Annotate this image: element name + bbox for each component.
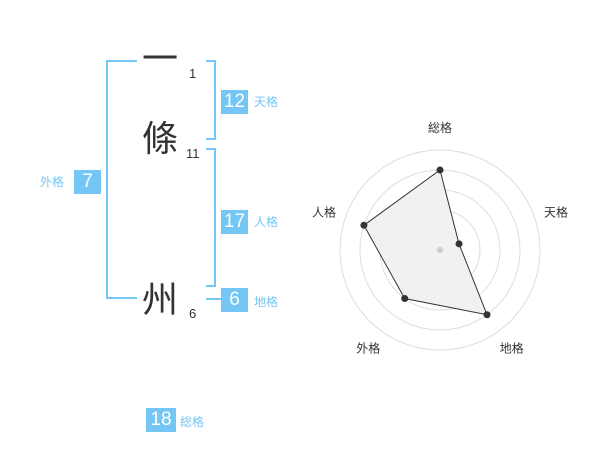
name-char-2: 條 [142,119,179,160]
stroke-count-3: 6 [189,306,197,321]
radar-axis-label-4: 外格 [356,341,380,356]
tenkaku-label: 天格 [254,95,279,109]
gaikaku-label: 外格 [40,175,65,189]
radar-point-3 [483,311,491,319]
name-char-1: 一 [142,39,179,80]
tenkaku-bracket-top [206,60,216,62]
gaikaku-badge: 7 [74,170,101,194]
jinkaku-label: 人格 [254,215,279,229]
radar-grid-ring [339,149,541,351]
outer-bracket-vertical [106,60,108,299]
radar-point-2 [455,240,463,248]
chikaku-label: 地格 [254,295,279,309]
jinkaku-bracket-vertical [214,148,216,287]
jinkaku-bracket-top [206,148,216,150]
radar-axis-label-5: 人格 [312,204,336,219]
stroke-count-2: 11 [186,146,200,161]
radar-point-1 [436,166,444,174]
radar-axis-label-3: 地格 [500,341,524,356]
radar-axis-label-2: 天格 [544,204,568,219]
radar-axis-label-1: 総格 [428,120,452,135]
stroke-count-1: 1 [189,66,197,81]
chikaku-connector [206,298,222,300]
radar-point-4 [401,295,409,303]
radar-point-5 [360,221,368,229]
chikaku-badge: 6 [221,288,248,312]
outer-bracket-bottom [106,297,137,299]
jinkaku-bracket-bottom [206,285,216,287]
outer-bracket-top [106,60,137,62]
name-char-3: 州 [142,280,179,321]
soukaku-badge: 18 [146,408,176,432]
soukaku-label: 総格 [180,415,205,429]
tenkaku-badge: 12 [221,90,248,114]
radar-polygon [363,169,488,316]
radar-center-dot [437,247,443,253]
tenkaku-bracket-vertical [214,60,216,140]
tenkaku-bracket-bottom [206,138,216,140]
jinkaku-badge: 17 [221,210,248,234]
